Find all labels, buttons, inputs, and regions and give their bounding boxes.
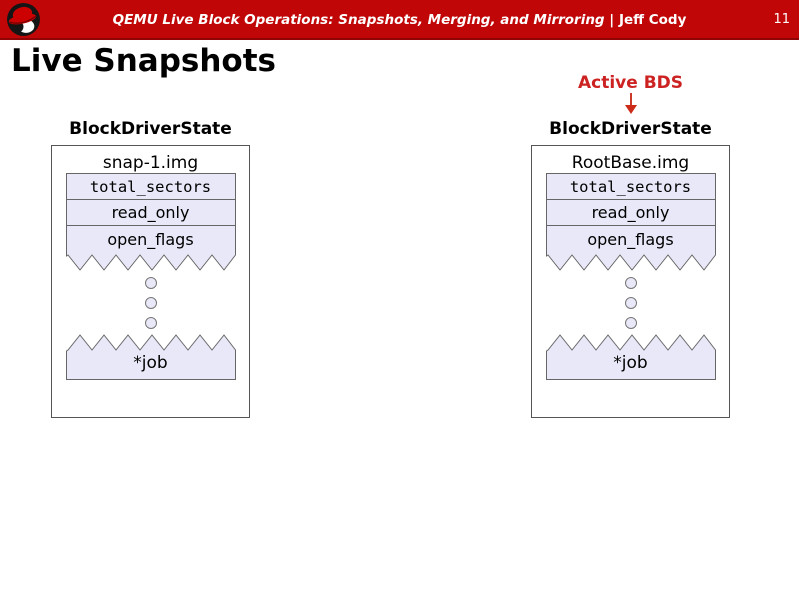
torn-edge-shape: [65, 334, 236, 380]
ellipsis-dots: [66, 277, 236, 329]
field-open-flags-torn-block: open_flags: [65, 225, 236, 271]
bds-title: BlockDriverState: [69, 119, 232, 139]
field-job-torn-block: *job: [545, 334, 716, 380]
field-job: *job: [613, 353, 648, 373]
arrow-shaft: [629, 93, 632, 105]
bds-box: snap-1.img total_sectors read_only open_…: [51, 145, 250, 418]
header-title: QEMU Live Block Operations: Snapshots, M…: [0, 0, 799, 40]
arrow-head: [624, 105, 637, 114]
field-stack: total_sectors read_only open_flags: [65, 173, 236, 380]
bds-title: BlockDriverState: [549, 119, 712, 139]
image-name: snap-1.img: [102, 153, 199, 173]
torn-edge-shape: [545, 225, 716, 271]
field-open-flags: open_flags: [587, 230, 674, 249]
ellipsis-dot: [624, 317, 637, 329]
slide-header-bar: QEMU Live Block Operations: Snapshots, M…: [0, 0, 799, 40]
header-title-text: QEMU Live Block Operations: Snapshots, M…: [112, 12, 605, 28]
ellipsis-dot: [144, 317, 157, 329]
header-separator: |: [604, 12, 619, 28]
ellipsis-dot: [624, 297, 637, 309]
bds-diagram-right: Active BDS BlockDriverState RootBase.img…: [531, 0, 730, 440]
torn-edge-shape: [545, 334, 716, 380]
field-stack: total_sectors read_only open_flags: [545, 173, 716, 380]
field-open-flags-torn-block: open_flags: [545, 225, 716, 271]
redhat-shadowman-icon: [7, 3, 40, 36]
image-name: RootBase.img: [571, 153, 690, 173]
field-job: *job: [133, 353, 168, 373]
bds-diagram-left: BlockDriverState snap-1.img total_sector…: [51, 0, 250, 440]
torn-edge-shape: [65, 225, 236, 271]
field-open-flags: open_flags: [107, 230, 194, 249]
header-author: Jeff Cody: [618, 12, 687, 28]
ellipsis-dot: [144, 277, 157, 289]
ellipsis-dot: [624, 277, 637, 289]
slide-title: Live Snapshots: [11, 43, 276, 79]
down-arrow-icon: [531, 93, 730, 114]
field-read-only: read_only: [545, 199, 716, 226]
field-total-sectors: total_sectors: [545, 173, 716, 200]
ellipsis-dots: [546, 277, 716, 329]
page-number: 11: [773, 12, 790, 27]
field-job-torn-block: *job: [65, 334, 236, 380]
bds-box: RootBase.img total_sectors read_only ope…: [531, 145, 730, 418]
field-total-sectors: total_sectors: [65, 173, 236, 200]
ellipsis-dot: [144, 297, 157, 309]
field-read-only: read_only: [65, 199, 236, 226]
active-bds-label: Active BDS: [577, 73, 684, 93]
